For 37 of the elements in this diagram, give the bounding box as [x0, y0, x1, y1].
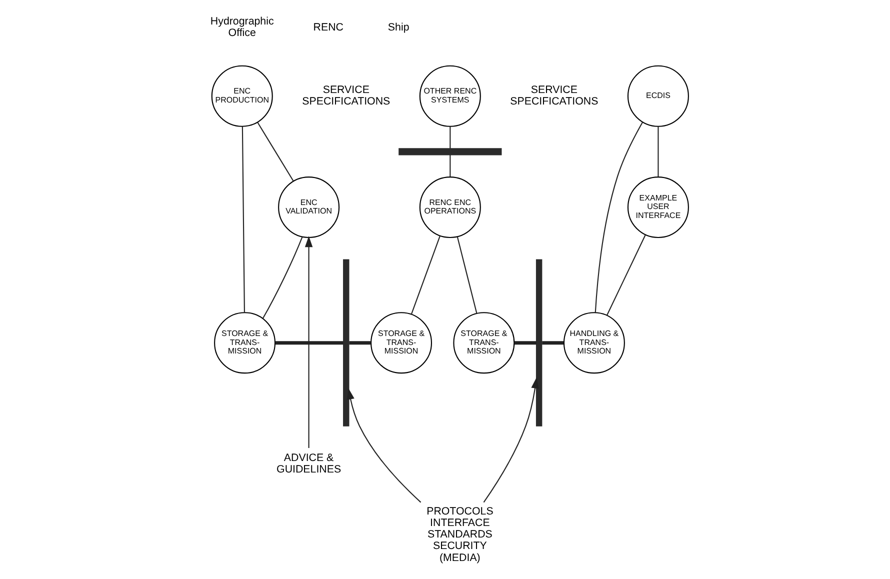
node-circle: OTHER RENC SYSTEMS	[418, 65, 480, 127]
node-bar	[398, 148, 502, 156]
connector	[348, 341, 370, 345]
arrow	[482, 377, 538, 503]
connector	[274, 341, 343, 345]
label: RENC	[312, 21, 343, 34]
node-bar	[535, 259, 542, 426]
node-circle: HANDLING & TRANS- MISSION	[562, 312, 624, 374]
node-text: PROTOCOLS INTERFACE STANDARDS SECURITY (MEDIA)	[426, 506, 493, 564]
arrow	[346, 388, 421, 503]
connector	[514, 341, 536, 345]
label: Ship	[387, 21, 409, 34]
node-circle: ECDIS	[626, 65, 688, 127]
label: Hydrographic Office	[210, 16, 274, 40]
node-circle: STORAGE & TRANS- MISSION	[452, 312, 514, 374]
node-circle: ENC PRODUCTION	[210, 65, 272, 127]
node-circle: STORAGE & TRANS- MISSION	[214, 312, 276, 374]
node-circle: ENC VALIDATION	[278, 176, 340, 238]
connector	[241, 126, 244, 312]
connector	[606, 234, 646, 316]
connector	[262, 236, 302, 318]
label: SERVICE SPECIFICATIONS	[510, 84, 598, 108]
node-bar	[342, 259, 349, 426]
node-circle: RENC ENC OPERATIONS	[418, 176, 480, 238]
node-circle: STORAGE & TRANS- MISSION	[370, 312, 432, 374]
node-circle: EXAMPLE USER INTERFACE	[626, 176, 688, 238]
node-text: ADVICE & GUIDELINES	[276, 452, 341, 476]
connector	[542, 341, 564, 345]
connector	[410, 236, 440, 314]
label: SERVICE SPECIFICATIONS	[302, 84, 390, 108]
connector	[256, 122, 294, 182]
connector	[657, 126, 658, 177]
connector	[449, 154, 450, 177]
connector	[594, 122, 642, 312]
connector	[449, 126, 450, 148]
connector	[456, 236, 477, 314]
arrow	[304, 236, 312, 448]
